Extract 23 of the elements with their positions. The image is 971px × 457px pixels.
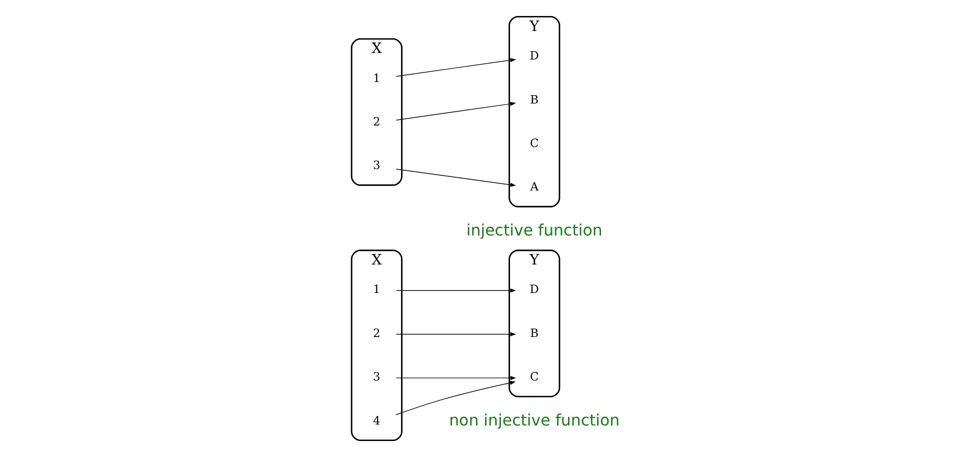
node-text: D xyxy=(529,282,538,296)
node-text: C xyxy=(530,370,538,384)
node-text: C xyxy=(530,136,538,150)
arrow xyxy=(395,376,516,380)
node-text: D xyxy=(529,48,538,63)
node-text: B xyxy=(530,326,538,340)
node-text: 2 xyxy=(372,114,380,128)
arrow xyxy=(395,102,516,120)
arrow xyxy=(395,58,516,77)
node-text: A xyxy=(530,180,538,194)
node-text: 1 xyxy=(372,70,380,85)
label: injective function xyxy=(466,220,602,240)
label: non injective function xyxy=(448,410,620,430)
arrow xyxy=(395,380,516,416)
node-text: 3 xyxy=(372,370,380,384)
arrow xyxy=(395,332,516,336)
node-text: 1 xyxy=(372,282,380,296)
node-text: B xyxy=(530,92,538,106)
arrow xyxy=(395,168,516,187)
node-text: 4 xyxy=(372,413,380,428)
node-text: 2 xyxy=(372,326,380,340)
arrow xyxy=(395,288,516,293)
node-text: 3 xyxy=(372,158,380,172)
